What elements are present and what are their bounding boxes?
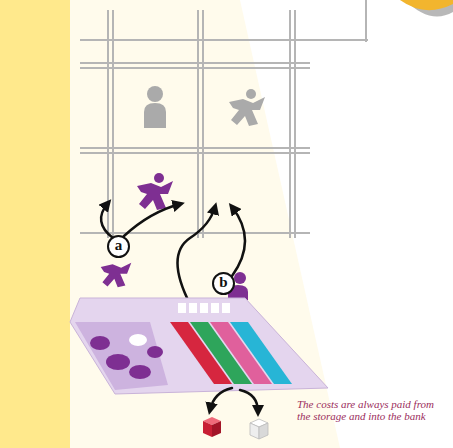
worker-icon <box>137 181 173 210</box>
board-slot <box>147 346 163 358</box>
grid-line <box>80 39 368 41</box>
white-cube <box>259 423 268 439</box>
callout-letter: a <box>115 238 123 253</box>
person-body <box>144 103 166 128</box>
board-slot <box>178 303 186 313</box>
worker-icon <box>101 263 132 288</box>
grid-line <box>80 147 310 149</box>
grid-line <box>294 10 296 238</box>
corner-shape <box>400 0 453 10</box>
white-cube <box>250 423 259 439</box>
grid-line <box>365 0 367 42</box>
red-cube <box>212 421 221 437</box>
pay-arrow <box>240 390 258 412</box>
pay-arrow <box>210 388 232 410</box>
worker-icon <box>229 97 265 126</box>
board-slot <box>222 303 230 313</box>
grid-line <box>80 62 310 64</box>
board-slot <box>129 334 147 346</box>
yellow-band <box>0 0 70 448</box>
person-head <box>234 272 246 284</box>
grid-line <box>197 10 199 238</box>
red-cube <box>203 421 212 437</box>
grid-line <box>202 10 204 238</box>
callout-circle: b <box>212 272 235 295</box>
worker-head <box>154 173 164 183</box>
board-slot <box>90 336 110 350</box>
move-arrow <box>178 207 216 304</box>
board-slot <box>200 303 208 313</box>
grid-line <box>80 67 310 69</box>
grid-line <box>289 10 291 238</box>
move-arrow <box>232 207 245 276</box>
cyan-track <box>230 322 292 384</box>
grid-line <box>80 152 310 154</box>
board-slot <box>129 365 151 379</box>
callout-circle: a <box>107 235 130 258</box>
board-slot <box>106 354 130 370</box>
move-arrow <box>101 203 113 238</box>
callout-letter: b <box>219 275 227 290</box>
board-slot <box>211 303 219 313</box>
worker-head <box>246 89 256 99</box>
board-panel <box>75 322 168 390</box>
grid-line <box>112 10 114 238</box>
player-board <box>70 298 328 394</box>
person-head <box>147 86 163 102</box>
light-beam <box>70 0 340 448</box>
board-slot <box>189 303 197 313</box>
move-arrow <box>124 204 180 236</box>
note-text: The costs are always paid from the stora… <box>297 398 449 422</box>
